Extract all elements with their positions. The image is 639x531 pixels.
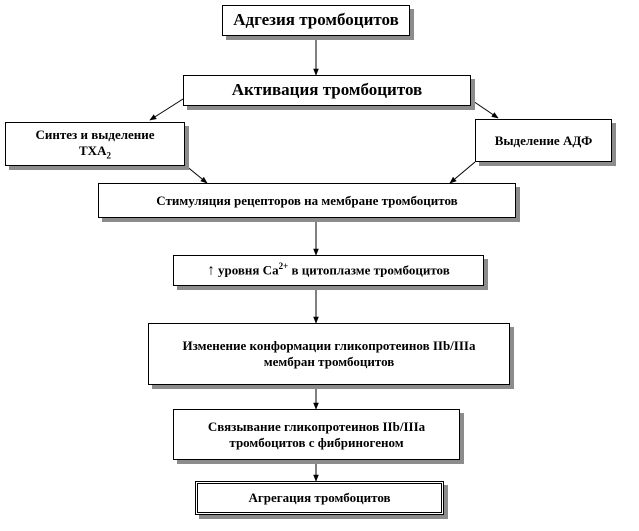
node-txa2-line2: ТХА2 xyxy=(79,143,111,161)
node-txa2-text: ТХА xyxy=(79,142,107,158)
node-activation-label: Активация тромбоцитов xyxy=(231,80,423,100)
node-conformation-line2: мембран тромбоцитов xyxy=(263,354,395,369)
arrow-adp-to-stimulation xyxy=(449,161,476,184)
node-calcium-label: ↑ уровня Ca2+ в цитоплазме тромбоцитов xyxy=(207,261,450,279)
node-calcium-superscript: 2+ xyxy=(278,261,289,272)
node-binding-line2: тромбоцитов с фибриногеном xyxy=(229,434,404,450)
node-adhesion-label: Адгезия тромбоцитов xyxy=(233,10,399,30)
node-calcium: ↑ уровня Ca2+ в цитоплазме тромбоцитов xyxy=(173,255,484,286)
node-txa2: Синтез и выделение ТХА2 xyxy=(5,122,185,166)
arrow-txa2-to-stimulation xyxy=(184,164,208,184)
node-binding-line1: Связывание гликопротеинов IIb/IIIa xyxy=(207,418,426,434)
arrow-activation-to-adp xyxy=(469,98,499,119)
arrow-activation-to-txa2 xyxy=(149,98,184,121)
node-aggregation-label: Агрегация тромбоцитов xyxy=(248,490,391,506)
node-adhesion: Адгезия тромбоцитов xyxy=(222,5,410,36)
node-calcium-after: в цитоплазме тромбоцитов xyxy=(288,262,450,278)
node-aggregation: Агрегация тромбоцитов xyxy=(195,481,444,515)
node-txa2-line1: Синтез и выделение xyxy=(35,127,155,142)
node-conformation-line1: Изменение конформации гликопротеинов IIb… xyxy=(182,338,476,354)
node-activation: Активация тромбоцитов xyxy=(183,75,471,106)
node-binding: Связывание гликопротеинов IIb/IIIa тромб… xyxy=(173,409,460,460)
node-calcium-before: уровня Ca xyxy=(217,262,279,278)
up-arrow-icon: ↑ xyxy=(207,262,215,279)
node-adp: Выделение АДФ xyxy=(475,119,612,162)
node-txa2-subscript: 2 xyxy=(106,150,111,161)
node-stimulation-label: Стимуляция рецепторов на мембране тромбо… xyxy=(156,192,458,208)
node-stimulation: Стимуляция рецепторов на мембране тромбо… xyxy=(98,183,516,218)
node-conformation: Изменение конформации гликопротеинов IIb… xyxy=(148,323,510,385)
node-adp-label: Выделение АДФ xyxy=(494,132,593,148)
